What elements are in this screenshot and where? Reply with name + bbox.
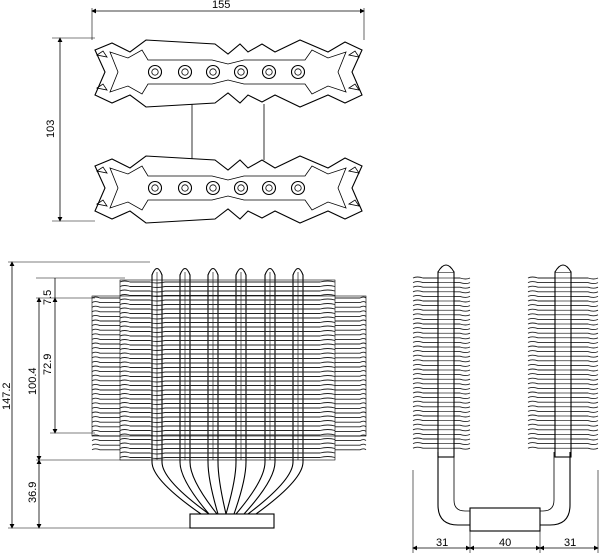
total-height-label: 147.2 (1, 382, 13, 410)
dimension-width-155: 155 (91, 0, 365, 40)
side-heatpipe-u (437, 452, 571, 532)
base-height-label: 36.9 (27, 482, 39, 503)
side-heatpipe (437, 271, 455, 458)
heatpipe-hole (233, 180, 249, 196)
height-label: 103 (45, 120, 57, 138)
heatpipe-hole (147, 64, 163, 80)
side-left-label: 31 (436, 537, 448, 549)
fin-outline (94, 155, 363, 224)
side-center-label: 40 (499, 537, 511, 549)
dimension-base-height: 36.9 (27, 459, 42, 529)
inner-fin-height-label: 72.9 (42, 354, 54, 375)
side-right-label: 31 (564, 537, 576, 549)
fin-stack-height-label: 100.4 (27, 367, 39, 395)
front-fin-stack (91, 279, 367, 461)
heatpipe-hole (177, 64, 193, 80)
heatpipe-hole (147, 180, 163, 196)
side-fin-stack-left (412, 264, 471, 458)
top-offset-label: 7.5 (42, 290, 54, 305)
side-heatpipe (554, 271, 572, 458)
heatpipe-hole (290, 64, 306, 80)
dimension-inner-fin: 72.9 (42, 297, 95, 434)
front-view: 147.2 7.5 100.4 72.9 36.9 (1, 261, 367, 529)
heatpipe-hole (177, 180, 193, 196)
heatpipe-hole (205, 180, 221, 196)
side-view: 31 40 31 (412, 264, 599, 553)
dimension-height-103: 103 (45, 37, 95, 222)
heatpipe (151, 267, 211, 515)
side-dimensions: 31 40 31 (412, 470, 599, 553)
heatpipe-hole (205, 64, 221, 80)
heatpipe-hole (290, 180, 306, 196)
fin-outline (94, 39, 363, 108)
heatpipe-hole (233, 64, 249, 80)
heatpipe (246, 267, 304, 515)
side-base-block (469, 507, 541, 532)
width-label: 155 (212, 0, 230, 11)
fin-top-outline-row-2 (94, 155, 363, 224)
top-view: 155 103 (45, 0, 365, 224)
base-plate (189, 513, 275, 529)
heatpipe-hole (261, 64, 277, 80)
dimension-total-height: 147.2 (1, 261, 190, 529)
heatpipe-hole (261, 180, 277, 196)
fin-top-outline-row-1 (94, 39, 363, 108)
dimension-top-offset: 7.5 (36, 277, 125, 305)
front-heatpipes (151, 267, 304, 515)
heatpipe (207, 267, 227, 515)
heatpipe (225, 267, 247, 515)
side-fin-stack-right (527, 264, 599, 458)
